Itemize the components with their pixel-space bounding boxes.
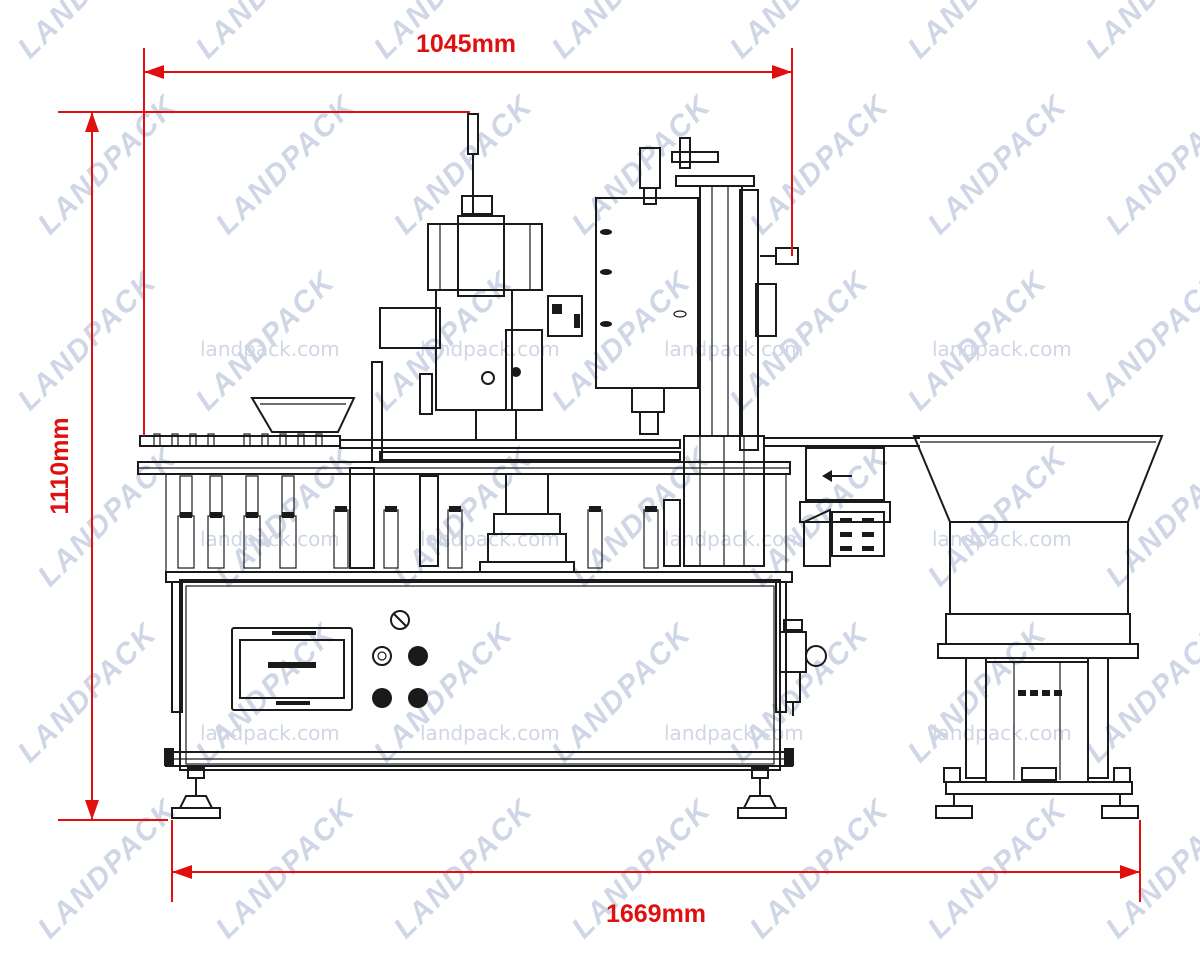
watermark-logo: LANDPACK [1100, 441, 1200, 593]
capping-column [547, 137, 799, 567]
watermark-logo: LANDPACK [1080, 0, 1200, 65]
watermark-url: landpack.com [932, 721, 1072, 745]
watermark-logo: LANDPACK [12, 0, 164, 65]
capping-machine [137, 113, 1164, 819]
watermark-logo: LANDPACK [190, 0, 342, 65]
watermark-logo: LANDPACK [922, 89, 1074, 241]
bottom-width-arrow-right [1120, 865, 1140, 879]
watermark-logo: LANDPACK [922, 793, 1074, 945]
air-filter-regulator [779, 619, 827, 716]
watermark-url: landpack.com [420, 337, 560, 361]
watermark-logo: LANDPACK [744, 89, 896, 241]
control-buttons [372, 610, 428, 708]
watermark-logo: LANDPACK [744, 793, 896, 945]
top-width-arrow-left [144, 65, 164, 79]
bottom-width-label: 1669mm [606, 900, 706, 928]
watermark-url: landpack.com [932, 337, 1072, 361]
feeder-bracket [764, 437, 920, 567]
cap-chute [250, 361, 383, 463]
watermark-url: landpack.com [932, 527, 1072, 551]
watermark-logo: LANDPACK [902, 0, 1054, 65]
height-arrow-bottom [85, 800, 99, 820]
watermark-logo: LANDPACK [388, 441, 540, 593]
conveyor-bottles [153, 433, 659, 569]
watermark-logo: LANDPACK [546, 0, 698, 65]
bowl-feeder [912, 435, 1164, 819]
touch-screen [231, 627, 353, 711]
watermark-logo: LANDPACK [922, 441, 1074, 593]
watermark-url: landpack.com [200, 337, 340, 361]
dimension-layer: 1045mm 1110mm 1669mm [46, 30, 1141, 928]
watermark-logo: LANDPACK [566, 89, 718, 241]
watermark-logo: LANDPACK [12, 617, 164, 769]
watermark-logo: LANDPACK [1100, 793, 1200, 945]
watermark-url: landpack.com [420, 721, 560, 745]
press-head [379, 113, 543, 441]
watermark-logo: LANDPACK [1080, 265, 1200, 417]
watermark-logo: LANDPACK [724, 0, 876, 65]
watermark-logo: LANDPACK [744, 441, 896, 593]
watermark-logo: LANDPACK [1080, 617, 1200, 769]
watermark-url: landpack.com [200, 721, 340, 745]
bottom-width-arrow-left [172, 865, 192, 879]
machine-feet [171, 767, 787, 819]
watermark-url: landpack.com [200, 527, 340, 551]
watermark-logo: LANDPACK [210, 793, 362, 945]
watermark-url: landpack.com [664, 721, 804, 745]
watermark-url: landpack.com [664, 527, 804, 551]
turret-assembly [349, 467, 681, 573]
height-arrow-top [85, 112, 99, 132]
watermark-url: landpack.com [420, 527, 560, 551]
watermark-logo: LANDPACK [546, 617, 698, 769]
watermark-logo: LANDPACK [1100, 89, 1200, 241]
watermark-logo: LANDPACK [12, 265, 164, 417]
top-width-arrow-right [772, 65, 792, 79]
watermark-logo: LANDPACK [32, 793, 184, 945]
watermark-logo: LANDPACK [388, 793, 540, 945]
top-width-label: 1045mm [416, 30, 516, 58]
height-label: 1110mm [46, 417, 74, 514]
watermark-url: landpack.com [664, 337, 804, 361]
